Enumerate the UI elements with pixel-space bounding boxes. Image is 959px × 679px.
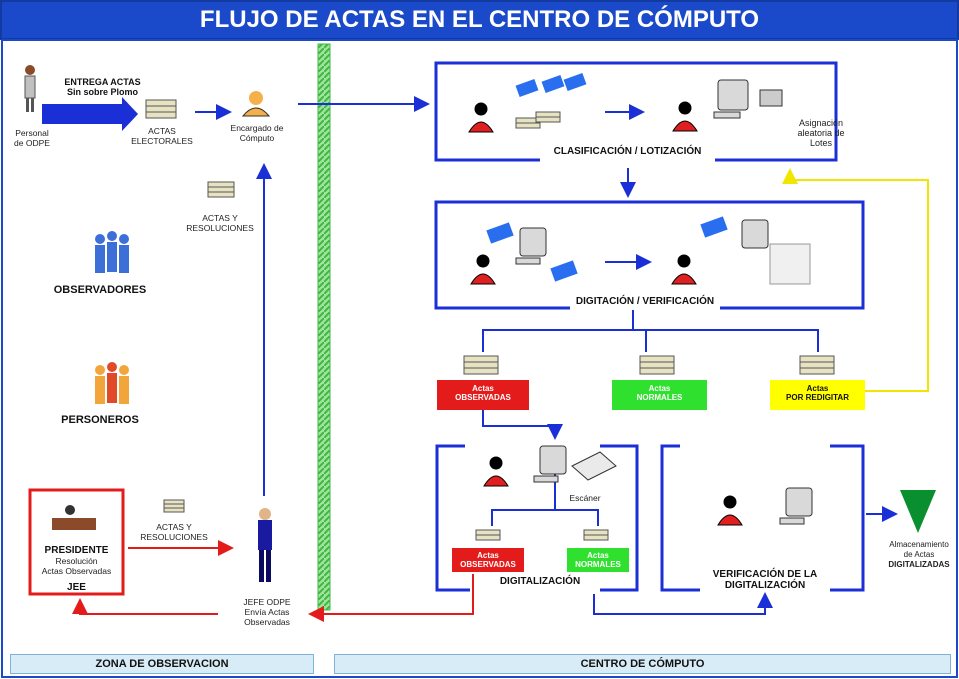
scanner-icon [571,451,617,481]
server-icon [769,243,811,285]
encargado-icon [241,91,271,117]
computer-icon [515,79,813,525]
jee-box [28,488,125,596]
observadores-label: OBSERVADORES [53,284,147,296]
personeros-icon [95,362,129,404]
outer-frame [1,39,958,678]
digitacion-box [434,200,865,310]
personeros-label: PERSONEROS [61,414,139,426]
jee-label: JEE [67,582,86,593]
clasificacion-box [434,61,838,162]
jefe-odpe-icon [258,508,272,582]
clasificacion-label: CLASIFICACIÓN / LOTIZACIÓN [553,146,702,157]
operator-icon [468,101,743,526]
personal-odpe-icon [24,65,36,112]
escaner-label: Escáner [569,493,601,503]
digitalizacion-label: DIGITALIZACIÓN [499,576,581,587]
presidente-label: PRESIDENTE Resolución Actas Observadas J… [30,545,123,593]
storage-icon [900,490,936,533]
observadores-icon [95,231,129,273]
zone-divider [317,43,331,611]
page-title: FLUJO DE ACTAS EN EL CENTRO DE CÓMPUTO [0,0,959,40]
papers-stack-icon [145,99,835,541]
documents-icon [486,72,728,282]
verificacion-box [660,444,865,592]
presidente-icon [52,505,96,530]
centro-computo-footer: CENTRO DE CÓMPUTO [334,654,951,674]
redigitar-arrow [782,168,929,392]
printer-icon [759,89,783,107]
digitalizacion-box [435,444,639,592]
zona-observacion-footer: ZONA DE OBSERVACION [10,654,314,674]
entrega-arrow [42,97,138,131]
digitacion-label: DIGITACIÓN / VERIFICACIÓN [575,296,715,307]
